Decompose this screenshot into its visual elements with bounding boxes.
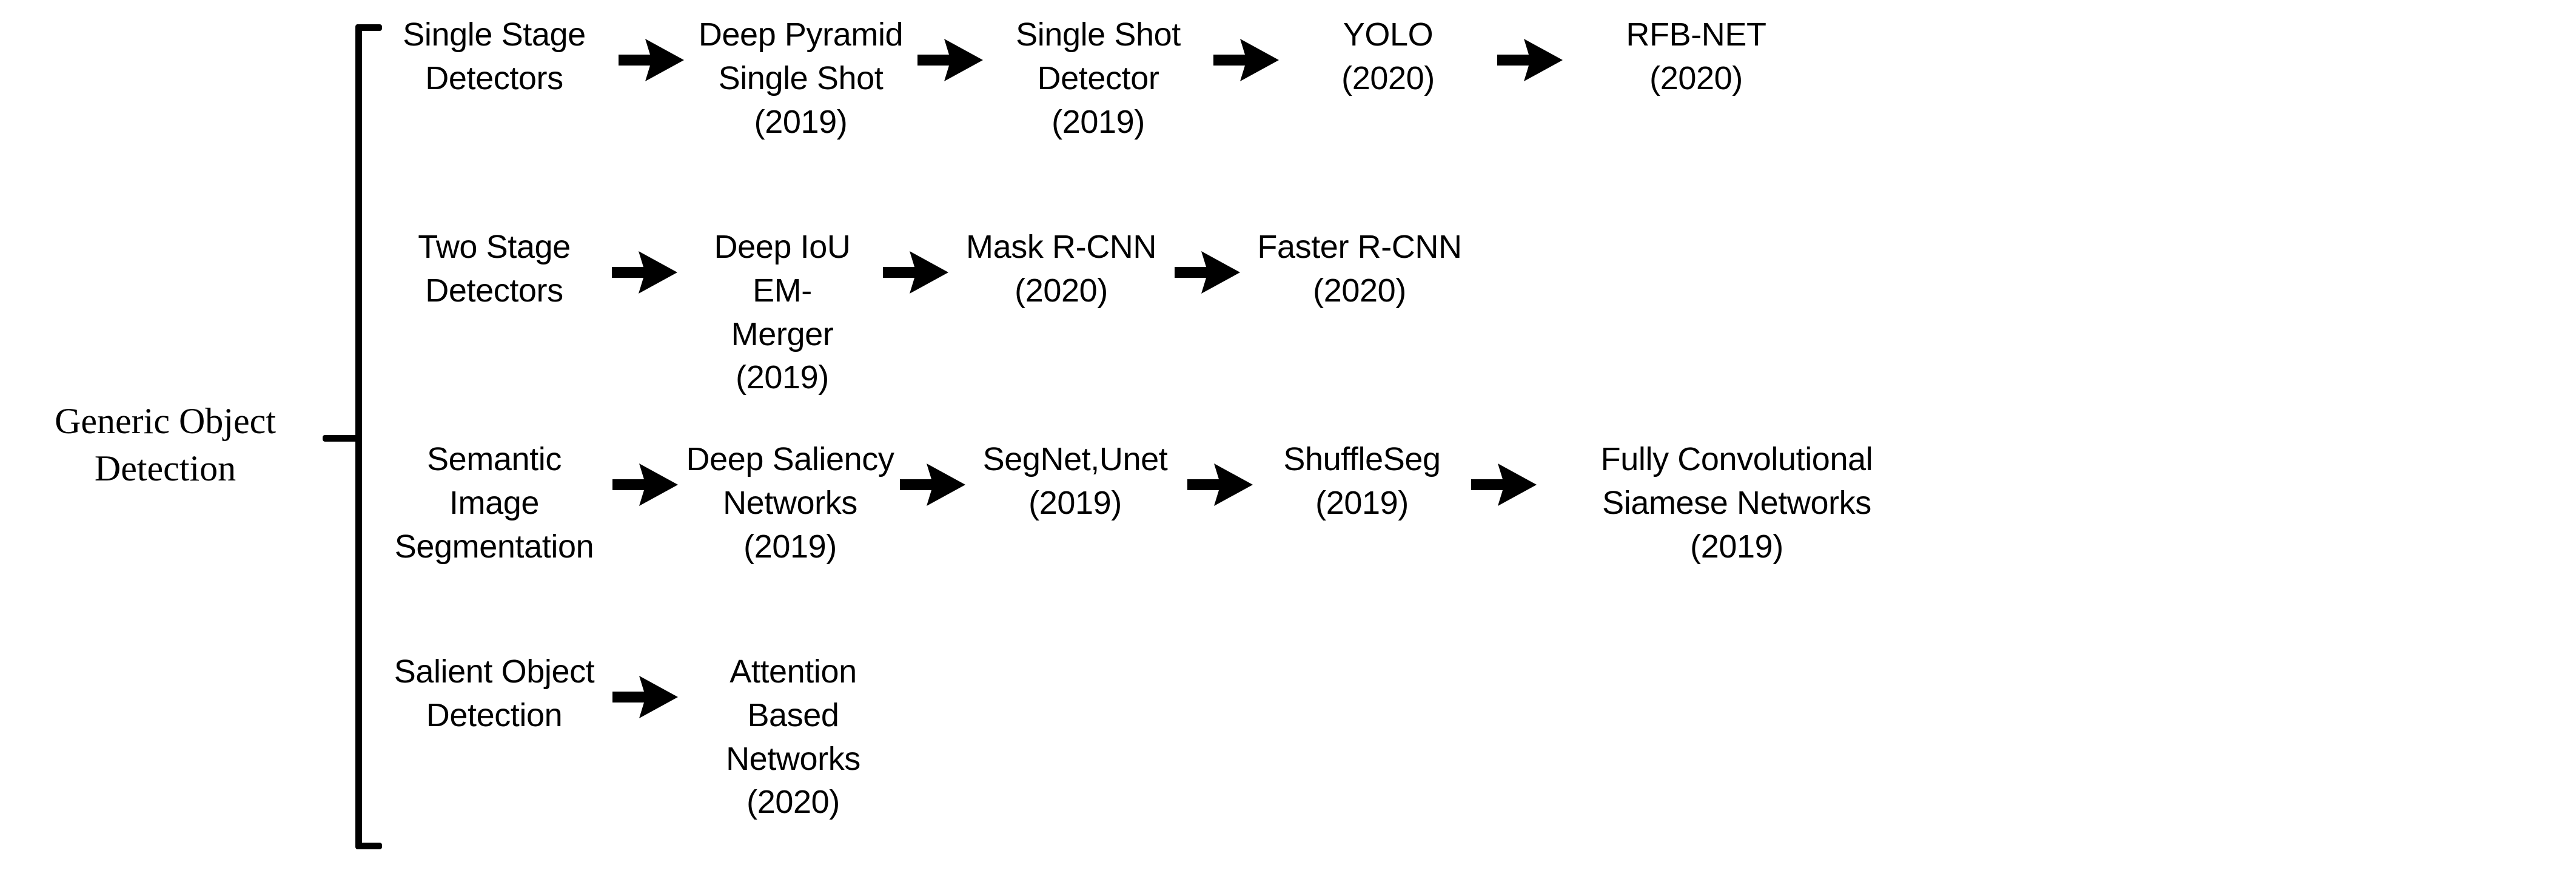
method-node: SegNet,Unet (2019) (982, 441, 1168, 521)
method-node: Deep Pyramid Single Shot (2019) (698, 16, 904, 140)
right-arrow-icon (1181, 432, 1259, 506)
right-arrow-icon (905, 7, 995, 81)
right-arrow-icon (882, 220, 949, 294)
bracket-top-cap (357, 24, 382, 31)
right-arrow-icon (1465, 432, 1543, 506)
method-node: Deep Saliency Networks (2019) (686, 441, 894, 565)
method-node: Single Shot Detector (2019) (1016, 16, 1181, 140)
method-node: ShuffleSeg (2019) (1283, 441, 1441, 521)
right-arrow-icon (606, 7, 696, 81)
bracket-stem (355, 24, 362, 849)
method-node: Deep IoU EM- Merger (2019) (714, 229, 851, 396)
branch-category-label: Single Stage Detectors (403, 16, 586, 96)
right-arrow-icon (1173, 220, 1241, 294)
right-arrow-icon (1201, 7, 1291, 81)
branch-category-label: Two Stage Detectors (418, 229, 571, 309)
right-arrow-icon (1485, 7, 1575, 81)
right-arrow-icon (606, 644, 684, 718)
bracket-root-connector (323, 435, 358, 442)
right-arrow-icon (606, 220, 682, 294)
method-node: YOLO (2020) (1341, 16, 1435, 96)
right-arrow-icon (896, 432, 969, 506)
branch-row-two-stage-detectors: Two Stage Detectors Deep IoU EM- Merger … (382, 220, 2576, 400)
method-node: Fully Convolutional Siamese Networks (20… (1600, 441, 1873, 565)
right-arrow-icon (606, 432, 684, 506)
branch-row-single-stage-detectors: Single Stage Detectors Deep Pyramid Sing… (382, 7, 2576, 144)
branch-category-label: Salient Object Detection (394, 653, 595, 733)
root-node-label: Generic Object Detection (55, 401, 276, 488)
bracket-bottom-cap (357, 843, 382, 849)
branch-row-salient-object-detection: Salient Object Detection Attention Based… (382, 644, 2576, 824)
branch-category-label: Semantic Image Segmentation (394, 441, 594, 565)
branch-row-semantic-image-segmentation: Semantic Image Segmentation Deep Salienc… (382, 432, 2576, 568)
method-node: Faster R-CNN (2020) (1257, 229, 1462, 309)
method-node: Attention Based Networks (2020) (726, 653, 860, 821)
method-node: Mask R-CNN (2020) (966, 229, 1156, 309)
method-node: RFB-NET (2020) (1626, 16, 1766, 96)
left-bracket-icon (323, 24, 382, 849)
